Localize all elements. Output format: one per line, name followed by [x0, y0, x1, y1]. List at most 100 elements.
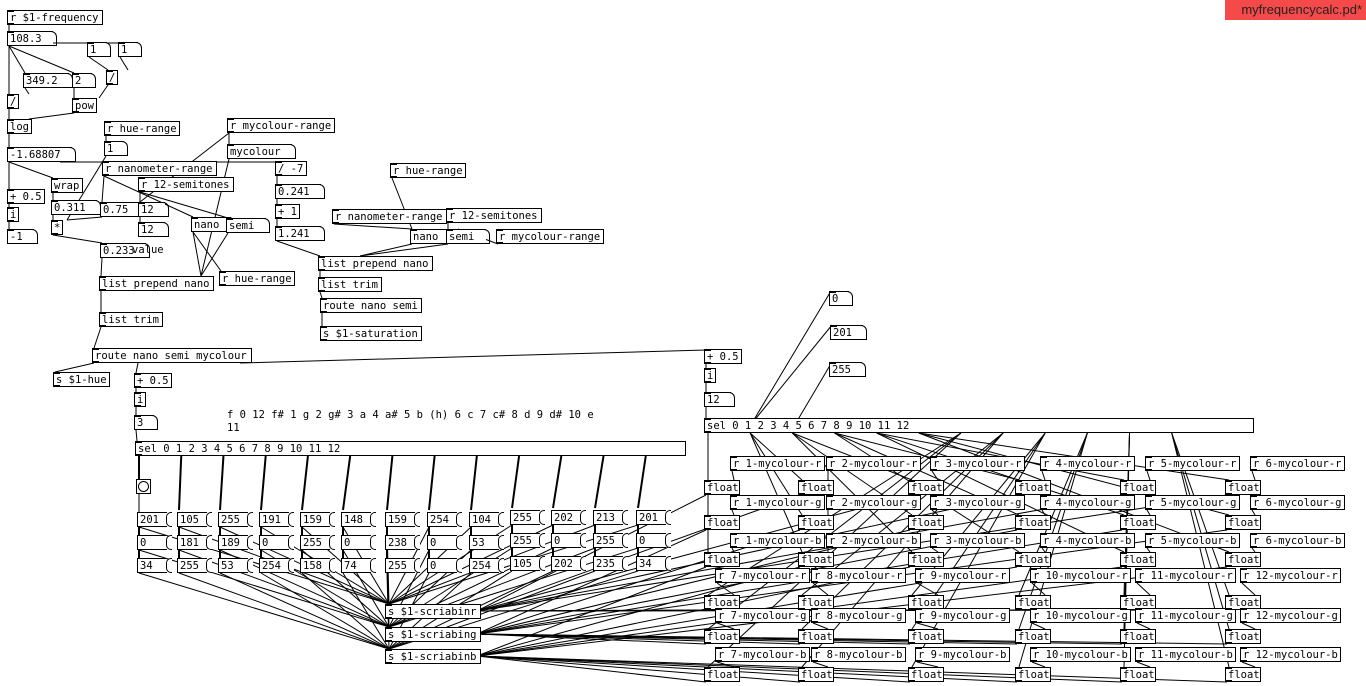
patch-cord[interactable]: [1251, 547, 1256, 553]
object-box-lpn2[interactable]: list prepend nano: [318, 256, 433, 271]
patch-cord[interactable]: [931, 547, 939, 553]
number-box-three[interactable]: 3: [134, 415, 158, 430]
number-box-freqnum[interactable]: 108.3: [7, 31, 57, 46]
patch-cord[interactable]: [743, 324, 833, 434]
patch-cord[interactable]: [1241, 661, 1256, 668]
object-box-divm7[interactable]: / -7: [275, 161, 307, 176]
receive-2-g[interactable]: r 2-mycolour-g: [826, 495, 921, 510]
receive-6-b[interactable]: r 6-mycolour-b: [1250, 533, 1345, 548]
patch-cord[interactable]: [8, 161, 54, 179]
patch-cord[interactable]: [359, 243, 449, 257]
message-r-11[interactable]: 213: [593, 510, 628, 525]
number-box-logval[interactable]: -1.68807: [7, 147, 76, 162]
patch-cord[interactable]: [135, 429, 138, 442]
object-box-sel2[interactable]: sel 0 1 2 3 4 5 6 7 8 9 10 11 12: [704, 418, 1254, 433]
number-box-n12b[interactable]: 12: [138, 222, 169, 237]
patch-cord[interactable]: [716, 582, 735, 596]
message-b-9[interactable]: 105: [510, 556, 545, 571]
float-10-g[interactable]: float: [1015, 629, 1051, 644]
number-box-n0311[interactable]: 0.311: [51, 200, 101, 215]
float-3-b[interactable]: float: [908, 552, 944, 567]
float-8-r[interactable]: float: [798, 595, 834, 610]
patch-cord[interactable]: [66, 216, 103, 221]
patch-cord[interactable]: [594, 455, 605, 509]
patch-cord[interactable]: [319, 291, 323, 299]
object-box-plus1[interactable]: + 1: [275, 204, 300, 219]
message-r-1[interactable]: 105: [177, 512, 212, 527]
object-box-rnano2[interactable]: r nanometer-range: [332, 209, 447, 224]
patch-cord[interactable]: [1146, 547, 1151, 553]
number-box-one2[interactable]: 1: [118, 42, 142, 57]
object-box-ltrim2[interactable]: list trim: [318, 277, 382, 292]
receive-4-g[interactable]: r 4-mycolour-g: [1040, 495, 1135, 510]
patch-cord[interactable]: [637, 455, 647, 509]
object-box-rhue2[interactable]: r hue-range: [219, 271, 295, 286]
float-2-r[interactable]: float: [798, 480, 834, 495]
float-3-g[interactable]: float: [908, 515, 944, 530]
number-box-nano1[interactable]: nano: [191, 217, 235, 232]
patch-cord[interactable]: [1041, 547, 1046, 553]
patch-cord[interactable]: [342, 572, 390, 650]
object-box-rfreq[interactable]: r $1-frequency: [7, 10, 103, 25]
message-b-11[interactable]: 235: [593, 556, 628, 571]
patch-cord[interactable]: [359, 243, 413, 257]
patch-cord[interactable]: [476, 655, 911, 683]
receive-12-b[interactable]: r 12-mycolour-b: [1240, 647, 1341, 662]
message-b-7[interactable]: 0: [427, 558, 462, 573]
float-8-g[interactable]: float: [798, 629, 834, 644]
object-box-r12semi1[interactable]: r 12-semitones: [138, 177, 234, 192]
message-g-2[interactable]: 189: [218, 535, 253, 550]
receive-7-g[interactable]: r 7-mycolour-g: [715, 608, 810, 623]
receive-8-b[interactable]: r 8-mycolour-b: [811, 647, 906, 662]
object-box-ssat[interactable]: s $1-saturation: [320, 326, 422, 341]
float-4-r[interactable]: float: [1015, 480, 1051, 495]
receive-3-b[interactable]: r 3-mycolour-b: [930, 533, 1025, 548]
message-g-10[interactable]: 0: [551, 533, 586, 548]
patch-cord[interactable]: [911, 432, 1046, 668]
patch-cord[interactable]: [916, 661, 939, 668]
patch-cord[interactable]: [1136, 622, 1151, 630]
receive-6-g[interactable]: r 6-mycolour-g: [1250, 495, 1345, 510]
object-box-div2[interactable]: /: [106, 70, 118, 85]
number-box-neg1[interactable]: -1: [7, 229, 38, 244]
patch-cord[interactable]: [1251, 470, 1256, 481]
float-11-g[interactable]: float: [1120, 629, 1156, 644]
object-box-mult[interactable]: *: [51, 220, 63, 235]
float-4-g[interactable]: float: [1015, 515, 1051, 530]
receive-2-r[interactable]: r 2-mycolour-r: [826, 456, 921, 471]
receive-7-b[interactable]: r 7-mycolour-b: [715, 647, 810, 662]
float-7-r[interactable]: float: [704, 595, 740, 610]
object-box-r12semi2[interactable]: r 12-semitones: [446, 208, 542, 223]
patch-cord[interactable]: [1136, 661, 1151, 668]
number-box-mycolour[interactable]: mycolour: [227, 144, 296, 159]
float-4-b[interactable]: float: [1015, 552, 1051, 567]
message-b-10[interactable]: 202: [551, 556, 586, 571]
message-b-5[interactable]: 74: [341, 558, 376, 573]
object-box-rmycr2[interactable]: r mycolour-range: [496, 229, 604, 244]
object-box-route1[interactable]: route nano semi mycolour: [92, 348, 252, 363]
float-1-g[interactable]: float: [704, 515, 740, 530]
patch-cord[interactable]: [428, 455, 436, 511]
patch-cord[interactable]: [749, 432, 803, 553]
patch-cord[interactable]: [101, 175, 105, 203]
patch-cord[interactable]: [731, 470, 735, 481]
object-box-plus05c[interactable]: + 0.5: [704, 349, 742, 364]
receive-3-r[interactable]: r 3-mycolour-r: [930, 456, 1025, 471]
receive-11-b[interactable]: r 11-mycolour-b: [1135, 647, 1236, 662]
patch-cord[interactable]: [834, 432, 1020, 481]
message-r-8[interactable]: 104: [469, 512, 504, 527]
message-g-7[interactable]: 0: [427, 535, 462, 550]
message-b-3[interactable]: 254: [259, 558, 294, 573]
object-box-i2[interactable]: i: [134, 392, 146, 407]
float-5-g[interactable]: float: [1120, 515, 1156, 530]
receive-12-g[interactable]: r 12-mycolour-g: [1240, 608, 1341, 623]
number-box-nano2[interactable]: nano: [410, 229, 454, 244]
message-g-5[interactable]: 0: [341, 535, 376, 550]
patch-cord[interactable]: [476, 655, 801, 683]
patch-cord[interactable]: [192, 231, 202, 277]
patch-cord[interactable]: [812, 661, 829, 668]
patch-cord[interactable]: [1041, 470, 1046, 481]
patch-cord[interactable]: [1146, 509, 1151, 516]
message-b-2[interactable]: 53: [218, 558, 253, 573]
patch-cord[interactable]: [333, 223, 413, 230]
